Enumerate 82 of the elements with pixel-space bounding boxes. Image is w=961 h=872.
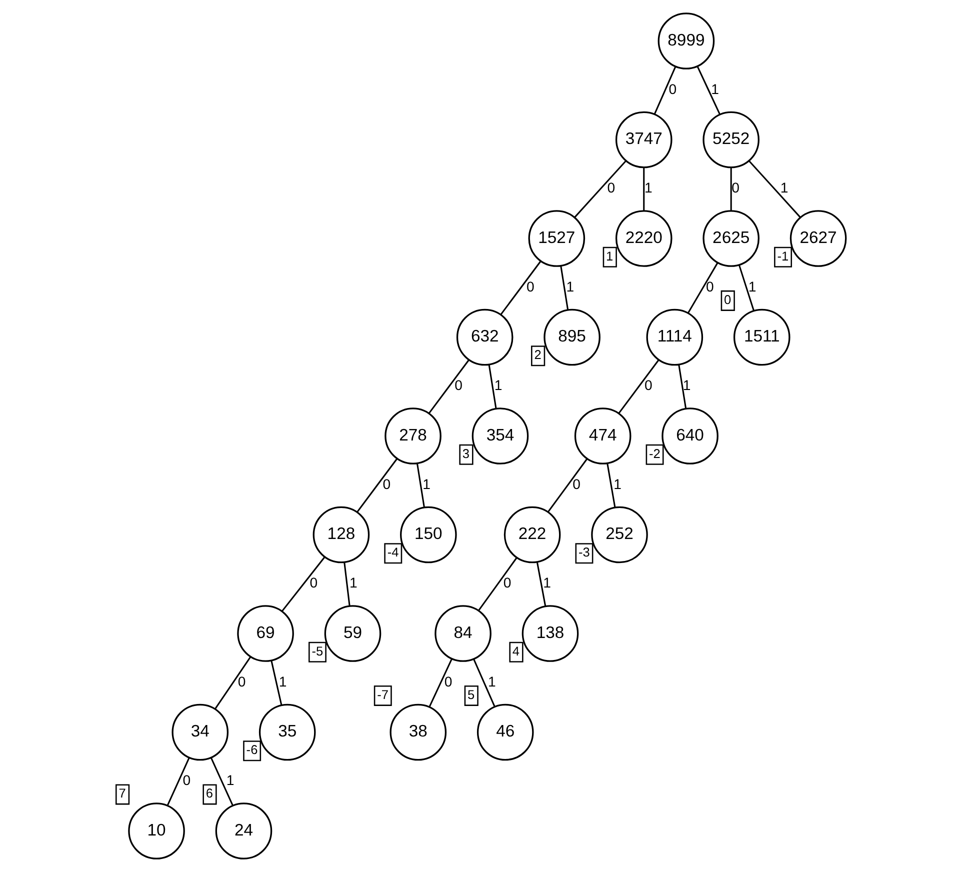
edge-label: 1 [422,476,430,492]
node-label: 7 [118,786,126,801]
connector [428,658,452,708]
edge-label: 0 [526,278,534,294]
edge-label: 1 [780,180,788,196]
node-label: 6 [205,786,213,801]
connector [618,359,659,414]
connector [478,557,517,611]
connector [560,266,568,310]
edge-label: 1 [278,673,286,690]
connector [214,656,250,710]
node-label: -4 [386,544,398,560]
connector [678,364,686,409]
connector [738,264,754,312]
edge-label: 1 [542,574,550,591]
edge-label: 0 [309,574,318,591]
node-circle: 222 [503,506,560,564]
edge-label: 0 [454,377,462,394]
edge-label: 1 [710,80,718,97]
connector [748,160,800,218]
connector [653,66,676,114]
edge-label: 0 [572,476,580,492]
node-label: -3 [578,544,590,560]
node-circle: 632 [456,308,513,366]
connector [166,758,190,806]
edge-label: 0 [668,80,676,97]
connector [536,562,546,606]
connector [546,458,587,513]
connector [343,562,350,606]
node-label: -1 [776,248,788,264]
node-circle: 8999 [657,12,714,70]
connector [488,364,496,409]
connector [500,260,541,316]
node-circle: 34 [171,704,228,761]
node-label: 4 [512,643,520,658]
node-circle: 278 [384,408,441,464]
node-circle: 69 [236,605,294,662]
connector [606,463,616,508]
node-circle: 84 [434,605,491,662]
connector [642,168,644,211]
edge-label: 0 [706,278,714,294]
node-circle: 128 [312,506,370,564]
connector [730,168,732,211]
connector [281,556,325,612]
node-circle: 3747 [614,111,672,168]
connector [574,160,626,218]
edge-label: 1 [494,377,502,394]
connector [210,758,233,806]
connector [416,463,424,508]
node-label: 3 [462,446,470,461]
node-label: -7 [376,686,388,702]
connector [270,660,282,706]
edge-label: 1 [348,574,357,591]
node-label: 2 [534,347,541,362]
edge-label: 0 [502,574,511,591]
node-label: 0 [724,292,731,307]
edge-label: 1 [682,377,690,394]
edge-label: 0 [731,180,739,196]
edge-label: 0 [237,673,246,690]
node-circle: 5252 [702,111,759,168]
edge-label: 0 [182,772,190,788]
connector [356,458,398,513]
node-circle: 1114 [646,308,703,366]
edge-label: 0 [382,476,390,492]
edge-label: 1 [613,476,622,492]
edge-label: 0 [606,180,615,196]
connector [428,359,470,414]
edge-label: 1 [566,278,574,294]
node-circle: 2625 [702,210,759,267]
connector [687,262,718,314]
node-label: -6 [246,742,258,758]
node-label: -2 [648,446,660,461]
node-circle: 1527 [528,210,585,267]
node-label: -5 [311,643,323,658]
connector [472,658,495,708]
node-label: 5 [467,686,474,702]
node-circle: 474 [574,408,631,464]
edge-label: 1 [644,180,652,196]
connector [696,66,720,115]
edge-label: 0 [644,377,652,394]
node-label: 1 [606,248,613,264]
edge-label: 0 [444,673,452,690]
